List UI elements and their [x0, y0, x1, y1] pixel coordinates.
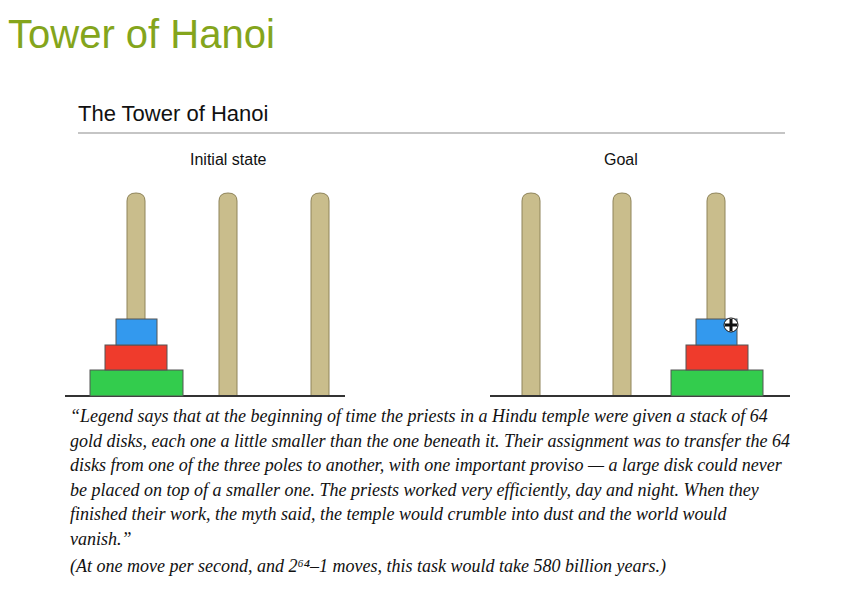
- slide-heading: The Tower of Hanoi: [78, 101, 268, 127]
- footnote: (At one move per second, and 2⁶⁴–1 moves…: [70, 554, 810, 579]
- slide-title: Tower of Hanoi: [8, 12, 275, 57]
- goal-disks: [671, 319, 763, 396]
- legend-quote: “Legend says that at the beginning of ti…: [70, 404, 792, 551]
- initial-state-disks: [90, 319, 183, 396]
- state-label: Goal: [604, 151, 638, 169]
- heading-rule: [78, 132, 785, 133]
- state-label: Initial state: [190, 151, 266, 169]
- mouse-cursor: [724, 318, 738, 332]
